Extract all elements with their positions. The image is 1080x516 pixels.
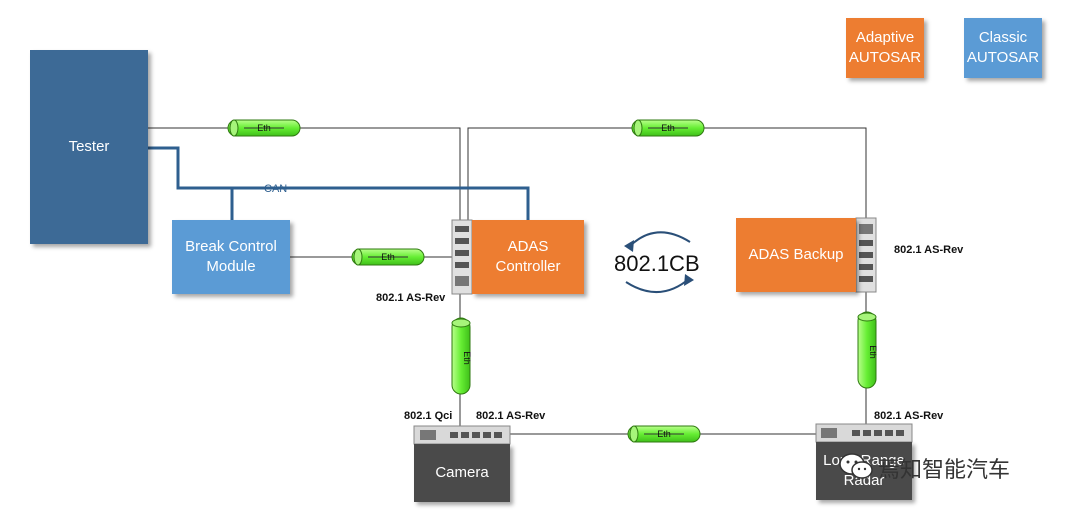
cb-arrowhead-top (624, 240, 634, 252)
svg-text:Eth: Eth (381, 252, 395, 262)
qci-label-camera: 802.1 Qci (404, 410, 453, 422)
camera-node: Camera (414, 444, 510, 502)
can-bus (148, 146, 530, 220)
eth-cable-radar-vertical: Eth (857, 311, 878, 389)
eth-cable-bottom: Eth (627, 425, 701, 443)
as-rev-label-backup: 802.1 AS-Rev (894, 244, 964, 256)
eth-cable-camera-vertical: Eth (451, 317, 472, 395)
svg-text:Eth: Eth (661, 123, 675, 133)
adas-backup-node: ADAS Backup (736, 218, 856, 292)
backup-switch-strip (855, 217, 877, 293)
wechat-icon (838, 452, 874, 482)
cb-label: 802.1CB (614, 251, 700, 276)
eth-cable-top-right: Eth (631, 119, 705, 137)
svg-text:Eth: Eth (257, 123, 271, 133)
break-control-module-node: Break Control Module (172, 220, 290, 294)
radar-switch-strip (815, 423, 913, 443)
can-label: CAN (264, 183, 287, 195)
camera-switch-strip (413, 425, 511, 445)
cb-arrow-bottom (625, 277, 691, 294)
legend-adaptive-autosar: Adaptive AUTOSAR (846, 18, 924, 78)
tester-node: Tester (30, 50, 148, 244)
svg-text:Eth: Eth (657, 429, 671, 439)
svg-text:Eth: Eth (868, 345, 878, 359)
as-rev-label-radar: 802.1 AS-Rev (874, 410, 944, 422)
adas-controller-node: ADAS Controller (472, 220, 584, 294)
as-rev-label-controller: 802.1 AS-Rev (376, 292, 446, 304)
cb-arrow-top (627, 231, 691, 249)
legend-classic-autosar: Classic AUTOSAR (964, 18, 1042, 78)
eth-cable-tester: Eth (227, 119, 301, 137)
as-rev-label-camera: 802.1 AS-Rev (476, 410, 546, 422)
controller-switch-strip (451, 219, 473, 295)
eth-cable-bcm: Eth (351, 248, 425, 266)
cb-arrowhead-bottom (684, 274, 694, 286)
svg-text:Eth: Eth (462, 351, 472, 365)
watermark-text: 焉知智能汽车 (878, 458, 1011, 483)
